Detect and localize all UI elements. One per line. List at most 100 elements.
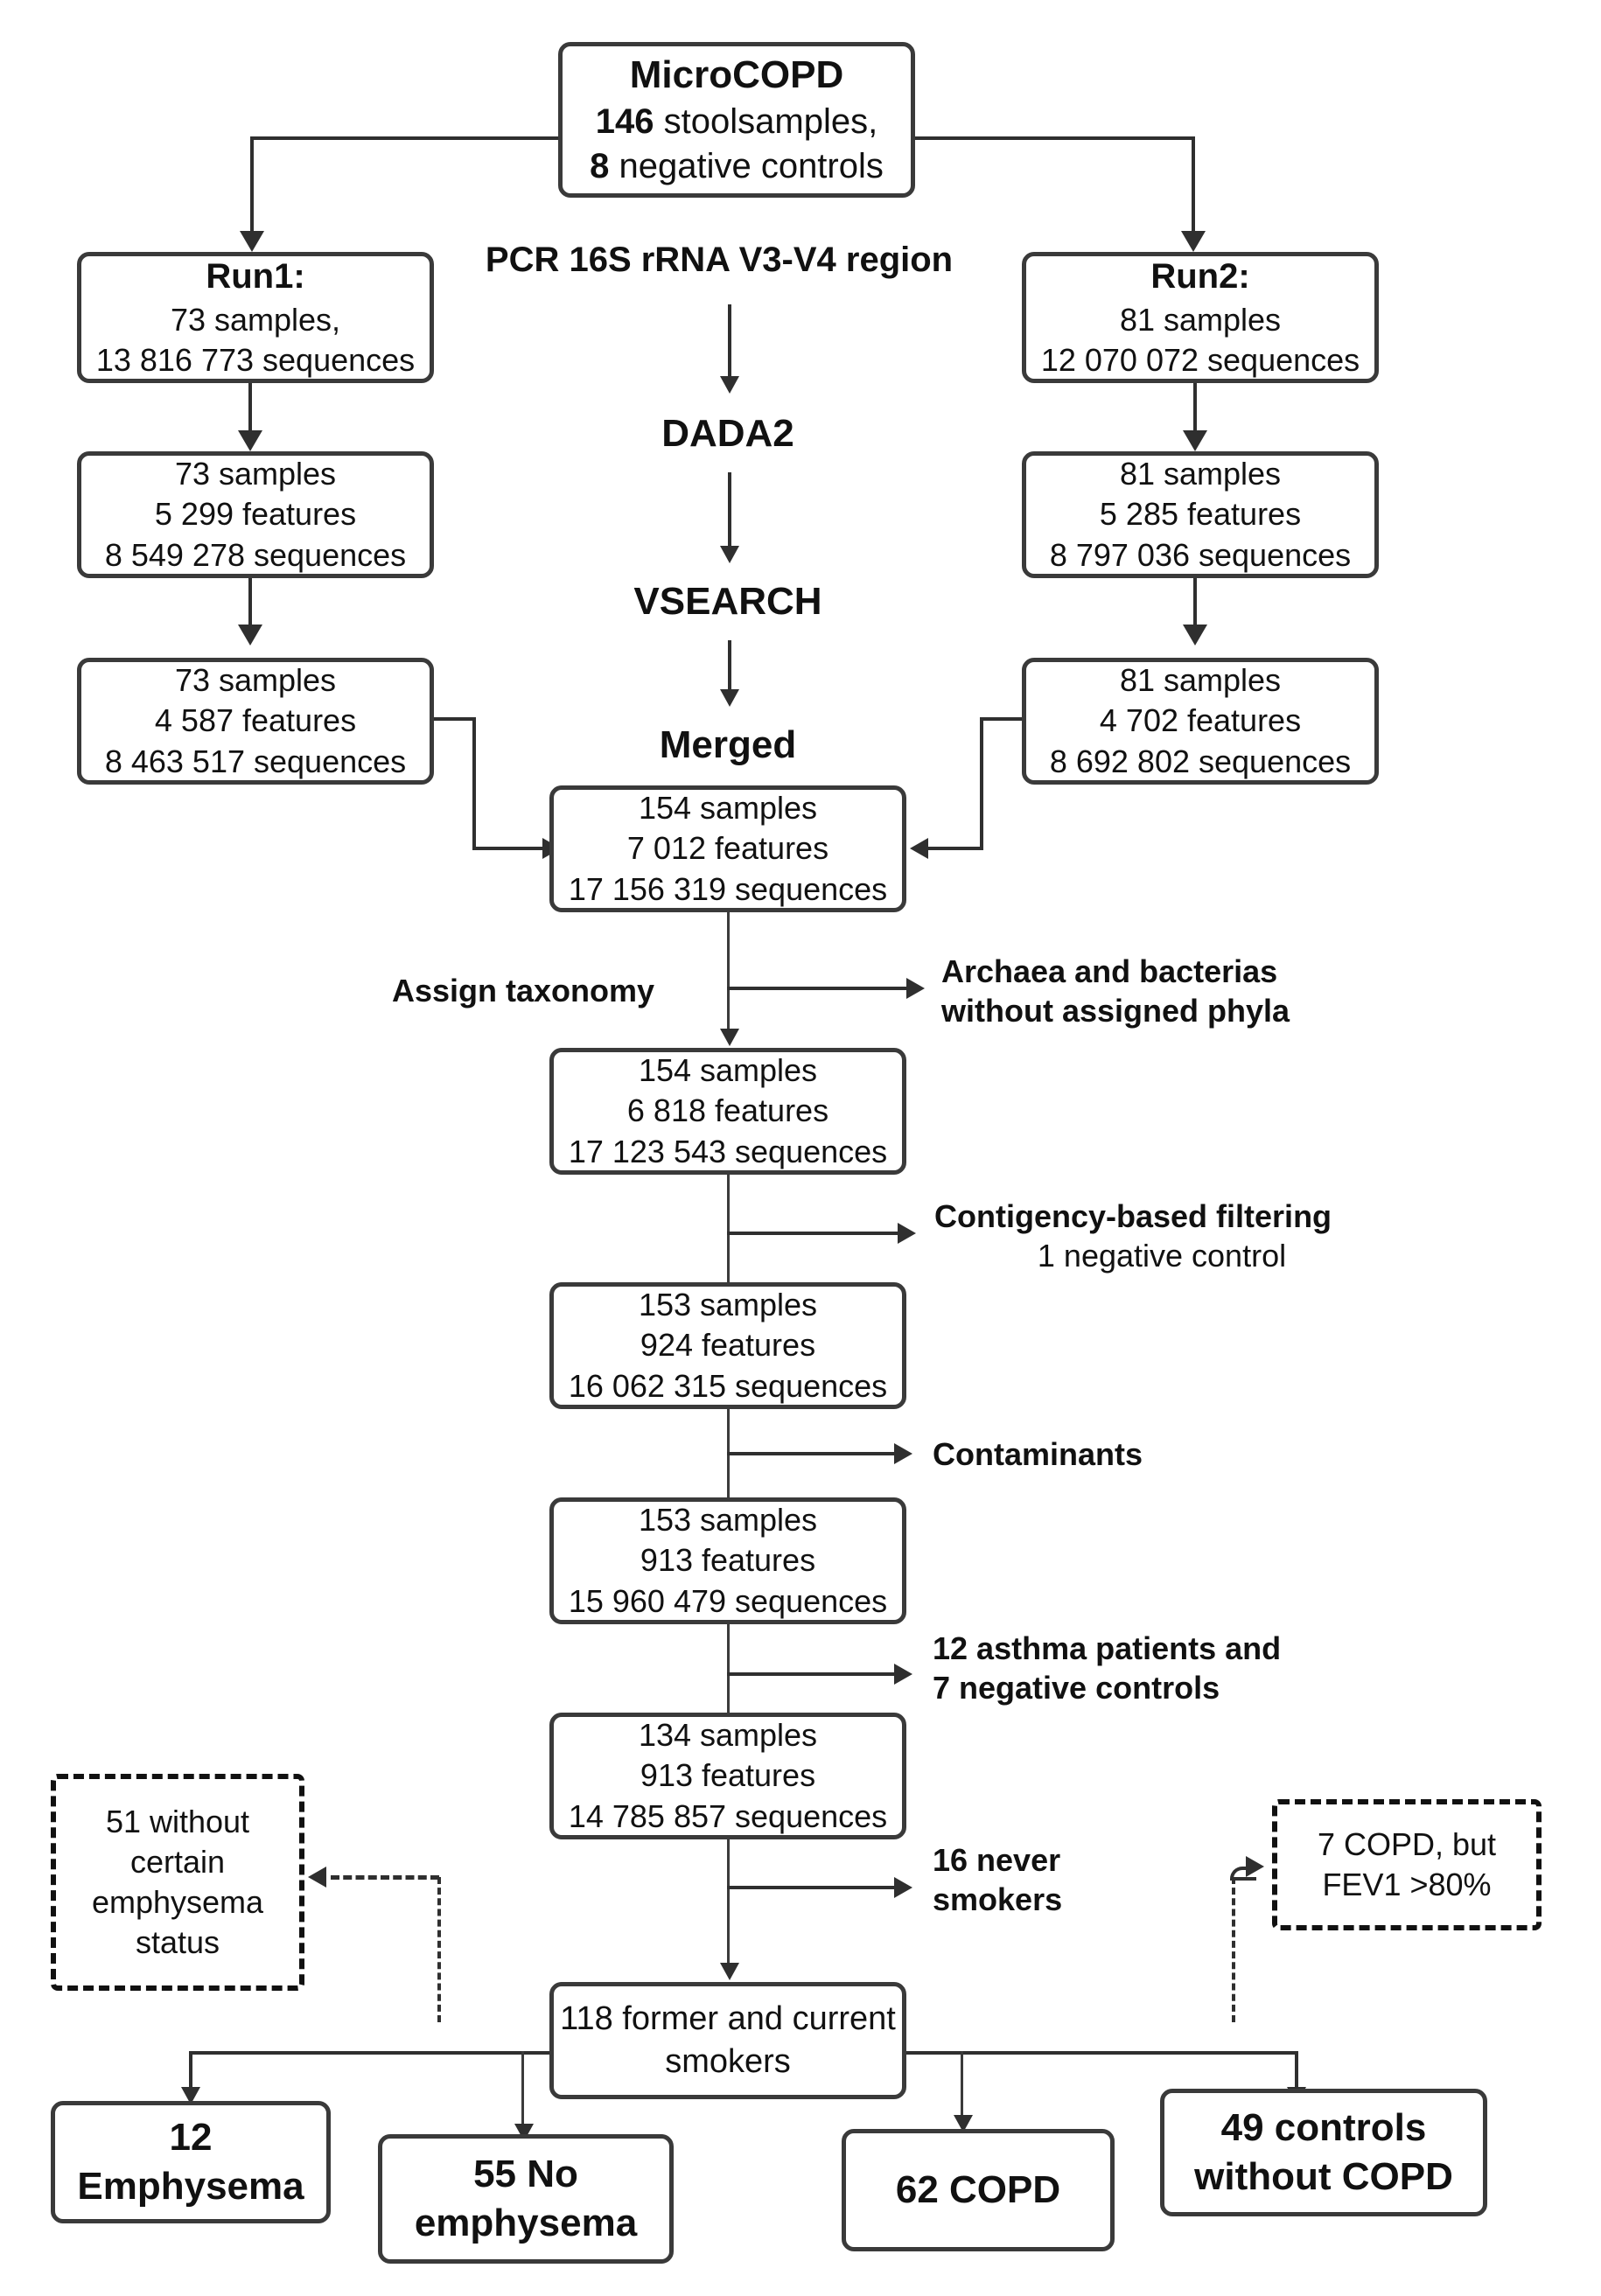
out-emphysema-count: 12 [169, 2115, 213, 2159]
node-after-asthma: 134 samples 913 features 14 785 857 sequ… [549, 1713, 906, 1839]
arrow-run1-to-vsearch [238, 625, 262, 646]
node-run1-dada2: 73 samples 5 299 features 8 549 278 sequ… [77, 451, 434, 578]
label-assign-taxonomy: Assign taxonomy [391, 973, 655, 1008]
node-smokers: 118 former and current smokers [549, 1982, 906, 2099]
node-run2-dada2-features: 5 285 features [1099, 496, 1302, 533]
arrow-to-copd [954, 2115, 973, 2132]
node-run2-dada2-sequences: 8 797 036 sequences [1049, 536, 1352, 573]
arrow-exclude-never-smokers [894, 1877, 912, 1898]
arrow-into-emphysema-status-box [308, 1867, 326, 1888]
node-out-copd: 62 COPD [842, 2129, 1115, 2251]
label-excluded-archaea: Archaea and bacterias without assigned p… [941, 953, 1290, 1029]
node-run2-dada2-samples: 81 samples [1119, 456, 1282, 492]
node-after-taxonomy: 154 samples 6 818 features 17 123 543 se… [549, 1048, 906, 1175]
node-after-contaminants-features: 913 features [640, 1542, 816, 1579]
arrow-to-emphysema [181, 2087, 200, 2104]
node-after-asthma-features: 913 features [640, 1757, 816, 1794]
node-merged-sequences: 17 156 319 sequences [568, 870, 888, 907]
node-after-contingency: 153 samples 924 features 16 062 315 sequ… [549, 1282, 906, 1409]
node-after-asthma-samples: 134 samples [638, 1717, 818, 1754]
node-smokers-line1: 118 former and current [560, 2000, 896, 2038]
dashed-connector-emphysema-status [437, 1877, 441, 2022]
label-excluded-asthma: 12 asthma patients and 7 negative contro… [933, 1630, 1282, 1706]
label-excluded-contingency: Contigency-based filtering 1 negative co… [934, 1198, 1332, 1274]
excluded-fev1-line1: 7 COPD, but [1317, 1825, 1497, 1862]
arrow-root-to-run2 [1181, 231, 1206, 252]
excluded-emphysema-line4: status [135, 1924, 220, 1961]
node-run1-dada2-features: 5 299 features [154, 496, 357, 533]
label-pcr: PCR 16S rRNA V3-V4 region [485, 241, 954, 279]
arrow-exclude-contingency [898, 1223, 916, 1244]
node-microcopd-title: MicroCOPD [629, 52, 844, 96]
node-run2-title: Run2: [1150, 257, 1250, 297]
node-after-contaminants: 153 samples 913 features 15 960 479 sequ… [549, 1497, 906, 1624]
node-out-no-emphysema: 55 No emphysema [378, 2134, 674, 2264]
node-run1-vsearch-samples: 73 samples [174, 662, 337, 699]
node-run2-vsearch: 81 samples 4 702 features 8 692 802 sequ… [1022, 658, 1379, 785]
node-microcopd-samples: 146 stoolsamples, [595, 101, 878, 141]
arrow-pcr-to-dada2 [720, 376, 739, 394]
out-copd-label: 62 COPD [895, 2167, 1061, 2211]
node-run2-sequences: 12 070 072 sequences [1040, 341, 1360, 378]
arrow-run2-into-merged [910, 838, 928, 859]
out-controls-count: 49 controls [1220, 2105, 1427, 2149]
node-run1-vsearch-features: 4 587 features [154, 702, 357, 739]
label-excluded-contaminants: Contaminants [933, 1436, 1143, 1472]
node-run2-dada2: 81 samples 5 285 features 8 797 036 sequ… [1022, 451, 1379, 578]
node-merged-features: 7 012 features [626, 830, 829, 867]
node-smokers-line2: smokers [665, 2043, 791, 2080]
arrow-run2-to-dada2 [1183, 430, 1207, 451]
out-emphysema-label: Emphysema [77, 2165, 304, 2208]
excluded-emphysema-line3: emphysema [91, 1884, 264, 1920]
excluded-emphysema-line2: certain [129, 1843, 226, 1880]
node-after-contingency-sequences: 16 062 315 sequences [568, 1367, 888, 1404]
dashed-connector-fev1 [1232, 1877, 1235, 2022]
node-out-controls: 49 controls without COPD [1160, 2089, 1487, 2216]
out-no-emphysema-label: emphysema [414, 2202, 638, 2244]
node-run1-dada2-samples: 73 samples [174, 456, 337, 492]
node-excluded-emphysema-status: 51 without certain emphysema status [51, 1774, 304, 1991]
node-after-contaminants-sequences: 15 960 479 sequences [568, 1582, 888, 1619]
node-after-asthma-sequences: 14 785 857 sequences [568, 1797, 888, 1834]
node-after-taxonomy-features: 6 818 features [626, 1092, 829, 1129]
out-controls-label: without COPD [1194, 2155, 1453, 2198]
node-microcopd-controls: 8 negative controls [590, 147, 884, 186]
node-microcopd: MicroCOPD 146 stoolsamples, 8 negative c… [558, 42, 915, 198]
node-run1-vsearch: 73 samples 4 587 features 8 463 517 sequ… [77, 658, 434, 785]
node-run2-vsearch-sequences: 8 692 802 sequences [1049, 743, 1352, 779]
arrow-exclude-archaea [906, 978, 925, 999]
arrow-to-smokers-box [720, 1963, 739, 1980]
arrow-vsearch-to-merged [720, 689, 739, 707]
node-merged-samples: 154 samples [638, 790, 818, 827]
node-after-taxonomy-sequences: 17 123 543 sequences [568, 1133, 888, 1169]
node-run1: Run1: 73 samples, 13 816 773 sequences [77, 252, 434, 383]
arrow-exclude-contaminants [894, 1443, 912, 1464]
node-run2-vsearch-features: 4 702 features [1099, 702, 1302, 739]
node-after-contingency-features: 924 features [640, 1327, 816, 1364]
out-no-emphysema-count: 55 No [473, 2152, 578, 2195]
arrow-exclude-asthma [894, 1664, 912, 1685]
arrow-merged-to-taxonomy-box [720, 1029, 739, 1046]
node-out-emphysema: 12 Emphysema [51, 2101, 331, 2223]
node-run2-vsearch-samples: 81 samples [1119, 662, 1282, 699]
excluded-fev1-line2: FEV1 >80% [1322, 1867, 1492, 1902]
label-vsearch: VSEARCH [633, 580, 822, 623]
label-excluded-never-smokers: 16 never smokers [933, 1842, 1063, 1917]
node-after-contaminants-samples: 153 samples [638, 1502, 818, 1539]
node-run2-samples: 81 samples [1119, 301, 1282, 338]
label-dada2: DADA2 [661, 412, 794, 455]
node-run2: Run2: 81 samples 12 070 072 sequences [1022, 252, 1379, 383]
node-run1-vsearch-sequences: 8 463 517 sequences [104, 743, 407, 779]
node-run1-dada2-sequences: 8 549 278 sequences [104, 536, 407, 573]
node-run1-sequences: 13 816 773 sequences [95, 341, 416, 378]
node-excluded-fev1: 7 COPD, but FEV1 >80% [1272, 1799, 1542, 1930]
arrow-into-fev1-box [1246, 1856, 1264, 1877]
node-after-taxonomy-samples: 154 samples [638, 1052, 818, 1089]
node-after-contingency-samples: 153 samples [638, 1287, 818, 1323]
excluded-emphysema-line1: 51 without [105, 1803, 250, 1839]
arrow-run2-to-vsearch [1183, 625, 1207, 646]
arrow-dada2-to-vsearch [720, 546, 739, 563]
node-run1-samples: 73 samples, [170, 301, 341, 338]
arrow-root-to-run1 [240, 231, 264, 252]
